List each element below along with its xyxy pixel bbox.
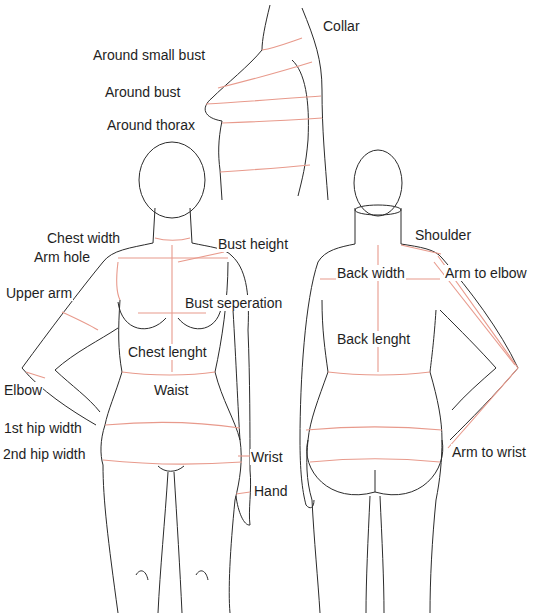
measurement-label: Arm to wrist — [451, 444, 527, 460]
measurement-label: Back width — [336, 265, 406, 281]
front-figure — [22, 142, 252, 613]
measurement-label: Arm hole — [33, 249, 91, 265]
measurement-label: Back lenght — [336, 331, 411, 347]
measurement-label: 1st hip width — [3, 420, 83, 436]
measurement-label: Elbow — [3, 382, 43, 398]
measurement-label: Around bust — [104, 84, 182, 100]
measurement-label: Around small bust — [92, 47, 206, 63]
measurement-label: Waist — [153, 382, 189, 398]
measurement-label: 2nd hip width — [2, 446, 87, 462]
measurement-label: Chest width — [46, 230, 121, 246]
measurement-label: Wrist — [250, 449, 284, 465]
measurement-label: Hand — [253, 483, 288, 499]
back-figure — [300, 150, 518, 613]
measurement-label: Shoulder — [414, 227, 472, 243]
measurement-label: Bust height — [217, 236, 289, 252]
measurement-label: Bust seperation — [184, 295, 283, 311]
measurement-label: Collar — [322, 18, 361, 34]
measurement-label: Arm to elbow — [444, 265, 528, 281]
measurement-label: Upper arm — [5, 285, 73, 301]
measurement-label: Around thorax — [106, 117, 196, 133]
side-figure — [205, 5, 328, 200]
measurement-label: Chest lenght — [127, 344, 208, 360]
